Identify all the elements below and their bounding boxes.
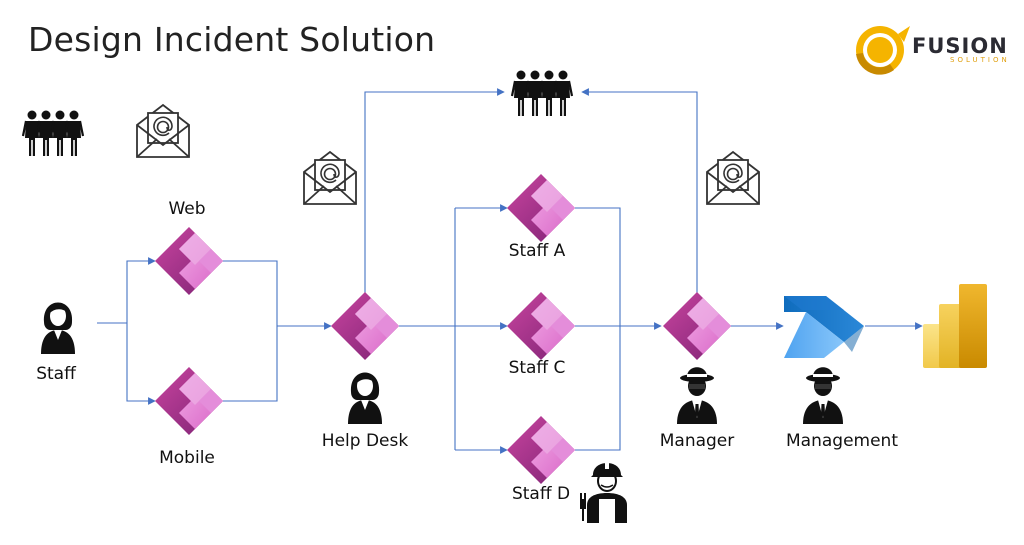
fusion-logo-icon: [856, 26, 910, 75]
node-label-staff: Staff: [36, 364, 76, 384]
node-label-management: Management: [786, 431, 898, 451]
power-apps-icon: [507, 416, 575, 484]
power-apps-icon: [507, 174, 575, 242]
connector-mobile-out: [222, 326, 278, 402]
node-label-mobile: Mobile: [159, 448, 215, 468]
connectors: [97, 88, 923, 454]
email-envelope-icon: [136, 104, 190, 158]
connector-to-web: [126, 257, 156, 323]
spy-user-icon: [677, 367, 717, 424]
node-label-help-desk: Help Desk: [321, 431, 409, 451]
connector-web-out: [222, 260, 278, 326]
people-group-icon: [512, 71, 572, 117]
power-apps-icon: [663, 292, 731, 360]
power-apps-icon: [155, 367, 223, 435]
power-apps-icon: [331, 292, 399, 360]
power-apps-icon: [507, 292, 575, 360]
connector-helpdesk-up: [364, 88, 505, 294]
power-bi-icon: [923, 284, 987, 368]
node-label-staff-a: Staff A: [508, 241, 566, 261]
email-envelope-icon: [706, 151, 760, 205]
node-label-staff-d: Staff D: [511, 484, 571, 504]
connector-manager-up: [581, 88, 698, 294]
power-automate-icon: [784, 296, 864, 358]
page-title: Design Incident Solution: [28, 20, 436, 59]
node-label-staff-c: Staff C: [508, 358, 566, 378]
node-label-manager: Manager: [659, 431, 735, 451]
logo-tagline: SOLUTION: [950, 56, 1010, 64]
email-envelope-icon: [303, 151, 357, 205]
woman-user-icon: [348, 372, 382, 424]
power-apps-icon: [155, 227, 223, 295]
spy-user-icon: [803, 367, 843, 424]
connector-staff-d-out: [575, 326, 621, 451]
node-label-web: Web: [168, 199, 206, 219]
connector-to-mobile: [126, 323, 156, 405]
connector-staff-a-out: [575, 207, 621, 326]
people-group-icon: [23, 111, 83, 157]
logo-name: FUSION: [912, 34, 1008, 58]
technician-user-icon: [579, 460, 628, 524]
woman-user-icon: [41, 302, 75, 354]
